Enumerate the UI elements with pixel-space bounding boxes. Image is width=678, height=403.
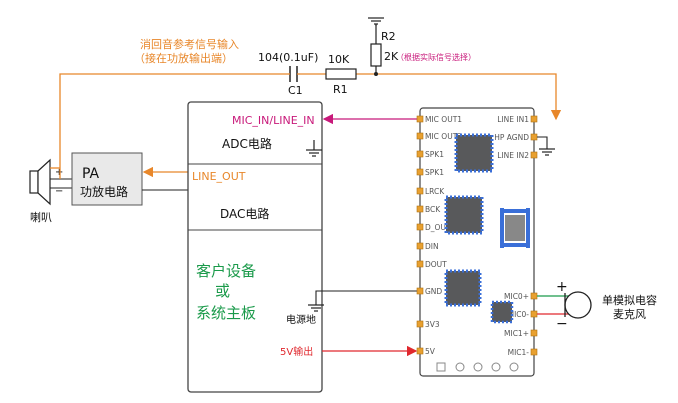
power-ground-label: 电源地 — [286, 313, 316, 326]
line-out-label: LINE_OUT — [192, 170, 246, 183]
speaker-minus: − — [55, 186, 63, 197]
ground-symbol-r2 — [368, 17, 384, 26]
mic-in-line-in-label: MIC_IN/LINE_IN — [232, 114, 315, 127]
feedback-label-2: （接在功放输出端） — [134, 51, 233, 65]
pa-subtitle: 功放电路 — [80, 184, 128, 199]
power-ground-wire — [315, 290, 418, 305]
module-bottom-pads — [436, 362, 519, 372]
pin-label: MIC0- — [508, 310, 530, 319]
pin-label: D_OUT — [425, 223, 451, 232]
resistor-r2-branch — [370, 25, 382, 74]
pin-label: MIC OUT1 — [425, 115, 462, 124]
r2-note: （根据实际信号选择） — [396, 52, 476, 62]
hp-agnd-wire — [537, 136, 548, 149]
pin-label: 5V — [425, 347, 436, 356]
pin-label: LRCK — [425, 187, 445, 196]
pin-label: GND — [425, 287, 442, 296]
pin-label: BCK — [425, 205, 441, 214]
module-right-pin-labels: LINE IN1 HP AGND LINE IN2 MIC0+ MIC0- MI… — [494, 115, 529, 357]
host-board — [187, 101, 323, 393]
speaker-plus: + — [55, 167, 63, 178]
dac-label: DAC电路 — [220, 206, 269, 221]
pin-label: LINE IN2 — [497, 151, 529, 160]
r2-value: 2K — [384, 50, 399, 63]
chip-top — [454, 133, 494, 173]
speaker-label: 喇叭 — [30, 210, 52, 224]
junction-dot — [374, 72, 378, 76]
ground-symbol-adc — [306, 140, 322, 157]
c1-value: 104(0.1uF) — [258, 51, 318, 64]
crystal-block — [500, 206, 530, 250]
chip-bottom — [444, 269, 482, 307]
pin-label: MIC OUT2 — [425, 132, 462, 141]
adc-label: ADC电路 — [222, 136, 272, 151]
ground-symbol-power — [308, 304, 324, 312]
mic-plus: + — [556, 279, 568, 295]
pin-label: LINE IN1 — [497, 115, 529, 124]
pa-title: PA — [82, 166, 100, 182]
module-left-pin-pads — [416, 115, 424, 355]
chip-middle — [444, 195, 484, 235]
r2-name: R2 — [381, 30, 396, 43]
pin-label: MIC1+ — [504, 329, 529, 338]
mic-icon — [564, 291, 592, 319]
pin-label: SPK1 — [425, 168, 444, 177]
host-name-line1: 客户设备 — [196, 262, 256, 280]
ground-symbol-agnd — [539, 148, 555, 156]
mic-label-1: 单模拟电容 — [602, 293, 657, 307]
c1-name: C1 — [288, 84, 303, 97]
pin-label: DOUT — [425, 260, 447, 269]
pin-label: MIC0+ — [504, 292, 529, 301]
feedback-label-1: 消回音参考信号输入 — [140, 37, 239, 51]
pin-label: HP AGND — [494, 133, 529, 142]
r1-value: 10K — [328, 53, 350, 66]
feedback-wire — [59, 73, 557, 168]
pa-block — [71, 152, 143, 206]
capacitor-c1 — [289, 66, 298, 82]
module-left-pin-labels: MIC OUT1 MIC OUT2 SPK1 SPK1 LRCK BCK D_O… — [425, 115, 462, 356]
v5-out-label: 5V输出 — [280, 345, 313, 358]
host-name-line2: 或 — [215, 282, 230, 300]
speaker-wires — [50, 178, 72, 189]
chip-small — [490, 300, 514, 324]
r1-name: R1 — [333, 83, 348, 96]
pin-label: SPK1 — [425, 150, 444, 159]
mic-label-2: 麦克风 — [613, 308, 646, 321]
speaker-icon — [29, 158, 51, 206]
mic-minus: − — [556, 316, 568, 332]
host-name-line3: 系统主板 — [196, 304, 256, 322]
pin-label: DIN — [425, 242, 439, 251]
pin-label: 3V3 — [425, 320, 440, 329]
pin-label: MIC1- — [508, 348, 530, 357]
resistor-r1 — [325, 68, 357, 80]
